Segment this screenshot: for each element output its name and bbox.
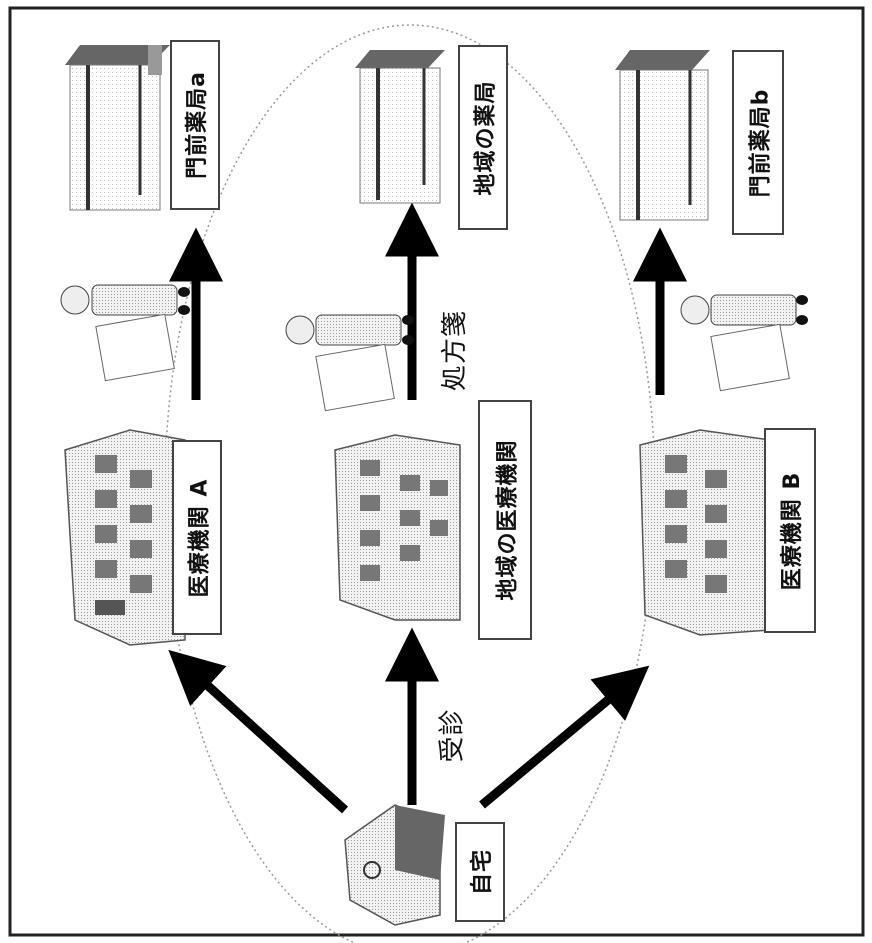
hospital-a-label: 医療機関 A [172, 440, 222, 635]
hospital-b-label: 医療機関 B [764, 428, 816, 633]
hospital-b-building-icon [639, 429, 771, 636]
patient-figure-local-icon [285, 314, 414, 412]
outer-frame [8, 6, 865, 937]
arrow-home-to-hospital-b [479, 665, 650, 809]
prescription-edge-label: 処方箋 [440, 309, 471, 391]
pharmacy-local-building-icon [355, 50, 445, 204]
pharmacy-a-label: 門前薬局a [170, 40, 220, 210]
home-label: 自宅 [455, 822, 505, 922]
hospital-a-building-icon [64, 429, 186, 646]
home-house-icon [344, 804, 445, 926]
pharmacy-b-building-icon [615, 50, 710, 221]
pharmacy-b-label: 門前薬局b [732, 50, 784, 235]
patient-figure-a-icon [60, 284, 190, 382]
pharmacy-a-building-icon [65, 45, 170, 211]
consultation-edge-label: 受診 [437, 707, 468, 763]
hospital-local-building-icon [334, 434, 461, 621]
arrow-home-to-hospital-a [168, 649, 349, 814]
hospital-local-label: 地域の医療機関 [478, 400, 532, 640]
patient-figure-b-icon [680, 294, 808, 392]
pharmacy-local-label: 地域の薬局 [458, 45, 508, 230]
